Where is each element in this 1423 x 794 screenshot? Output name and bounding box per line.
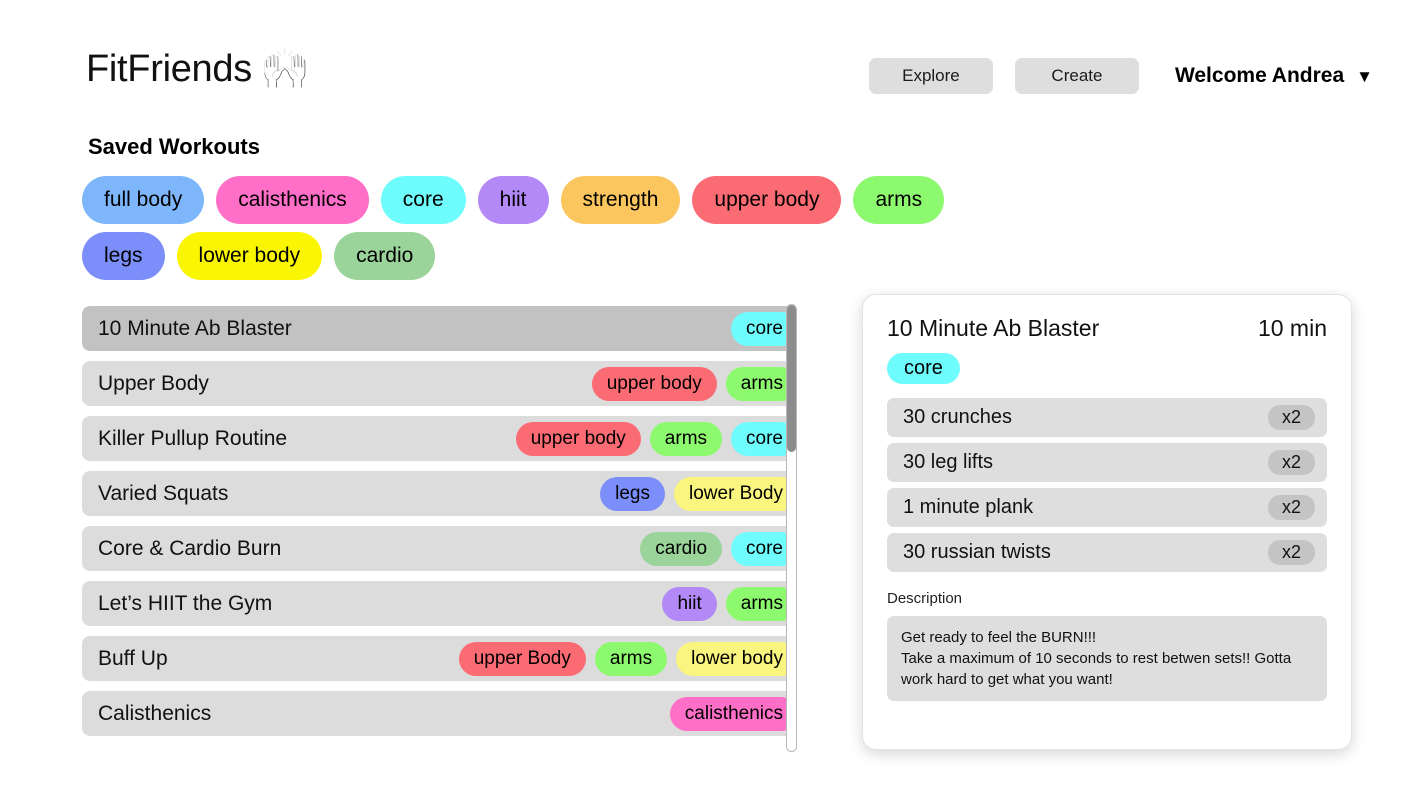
exercise-row: 30 crunches x2 [887,398,1327,437]
exercise-row: 30 leg lifts x2 [887,443,1327,482]
tag-filter-calisthenics[interactable]: calisthenics [216,176,369,224]
explore-button[interactable]: Explore [868,58,993,94]
workout-row[interactable]: 10 Minute Ab Blaster core [82,306,794,351]
raising-hands-icon: 🙌 [259,47,310,91]
app-header: FitFriends 🙌 Explore Create Welcome Andr… [0,0,1423,120]
workout-tag: legs [600,476,665,511]
workout-tag: lower Body [674,476,794,511]
exercise-sets-badge: x2 [1267,495,1315,520]
workout-name: Calisthenics [98,701,212,725]
tag-filter-arms[interactable]: arms [853,176,945,224]
workout-row[interactable]: Calisthenics calisthenics [82,691,794,736]
workout-tag: lower body [676,641,794,676]
brand-logo[interactable]: FitFriends 🙌 [86,46,310,92]
workout-name: Let’s HIIT the Gym [98,591,273,615]
workout-tag: cardio [640,531,723,566]
workout-list-scrollbar[interactable] [786,304,797,752]
exercise-name: 30 russian twists [903,541,1051,563]
chevron-down-icon: ▼ [1356,66,1373,86]
description-label: Description [887,590,963,607]
workout-name: 10 Minute Ab Blaster [98,316,292,340]
exercise-sets-badge: x2 [1267,540,1315,565]
description-text: Get ready to feel the BURN!!! Take a max… [887,616,1327,701]
workout-tag-list: calisthenics [669,696,794,731]
tag-filter-core[interactable]: core [380,176,466,224]
workout-name: Core & Cardio Burn [98,536,282,560]
workout-tag: core [731,531,794,566]
workout-tag-list: legs lower Body [600,476,794,511]
welcome-label: Welcome Andrea [1174,64,1345,87]
tag-filter-strength[interactable]: strength [560,176,681,224]
workout-tag: upper body [515,421,641,456]
exercise-sets-badge: x2 [1267,450,1315,475]
header-nav: Explore Create Welcome Andrea ▼ [868,58,1373,94]
workout-tag: arms [649,421,723,456]
tag-filter-legs[interactable]: legs [82,232,165,280]
workout-tag: calisthenics [669,696,794,731]
exercise-row: 30 russian twists x2 [887,533,1327,572]
exercise-name: 30 crunches [903,406,1012,428]
workout-name: Buff Up [98,646,168,670]
brand-name: FitFriends [86,48,252,90]
page-title: Saved Workouts [88,134,260,159]
workout-tag: hiit [662,586,717,621]
workout-tag: arms [725,586,794,621]
workout-tag: arms [594,641,668,676]
workout-name: Killer Pullup Routine [98,426,288,450]
workout-tag: core [731,421,794,456]
user-menu[interactable]: Welcome Andrea ▼ [1175,64,1373,88]
detail-duration: 10 min [1257,315,1327,341]
tag-filter-full-body[interactable]: full body [82,176,205,224]
exercise-name: 30 leg lifts [903,451,994,473]
exercise-name: 1 minute plank [903,496,1034,518]
workout-tag-list: core [731,311,794,346]
workout-tag: core [731,311,794,346]
tag-filter-lower-body[interactable]: lower body [176,232,323,280]
workout-detail-card: 10 Minute Ab Blaster 10 min core 30 crun… [862,294,1352,750]
workout-tag: upper Body [458,641,586,676]
tag-filter-hiit[interactable]: hiit [477,176,549,224]
detail-title: 10 Minute Ab Blaster [887,315,1100,341]
workout-tag: arms [725,366,794,401]
workout-row[interactable]: Varied Squats legs lower Body [82,471,794,516]
workout-name: Varied Squats [98,481,229,505]
scrollbar-thumb[interactable] [787,305,796,452]
exercise-sets-badge: x2 [1267,405,1315,430]
tag-filter-upper-body[interactable]: upper body [692,176,842,224]
detail-header: 10 Minute Ab Blaster 10 min [887,315,1327,342]
tag-filter-cardio[interactable]: cardio [334,232,436,280]
workout-tag: upper body [591,366,717,401]
detail-tag-list: core [887,353,1327,384]
detail-tag: core [887,353,960,384]
exercise-row: 1 minute plank x2 [887,488,1327,527]
workout-name: Upper Body [98,371,209,395]
create-button[interactable]: Create [1014,58,1139,94]
